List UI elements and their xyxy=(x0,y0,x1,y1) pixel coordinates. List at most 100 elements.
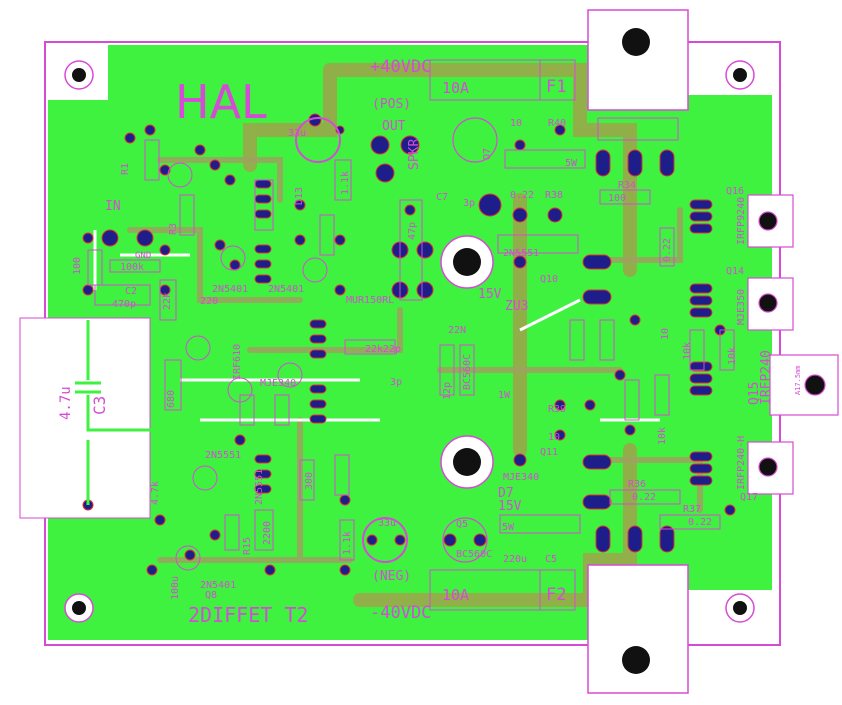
label-r18-value: 4.7k xyxy=(150,481,161,505)
label-r33-value: 0.22 xyxy=(632,492,656,503)
label-r28-value: 10 xyxy=(660,328,671,340)
signal-traces xyxy=(127,157,703,563)
copper-pour xyxy=(48,45,772,640)
label-q13-value: IRFP9240 xyxy=(736,197,747,245)
label-r35-ref: R38 xyxy=(545,190,563,201)
label-r12-value: 22k xyxy=(365,344,383,355)
label-d5-ref: Q8 xyxy=(205,590,217,601)
round-pads xyxy=(82,113,736,576)
label-q16-value: 15V xyxy=(498,499,522,514)
component-outlines xyxy=(87,59,735,611)
label-c10-ref: Q5 xyxy=(456,519,468,530)
label-q11-value: MJE350 xyxy=(736,289,747,325)
label-misc-22n: 22N xyxy=(448,325,466,336)
positive-tag: (POS) xyxy=(372,97,411,112)
connector-out: OUT xyxy=(382,119,406,134)
label-c2-ref: C2 xyxy=(125,286,137,297)
label-d14-ref: Q11 xyxy=(540,447,558,458)
label-q16-ref: D7 xyxy=(498,486,514,501)
label-q9-value: 2N5551 xyxy=(205,450,241,461)
pad-rows xyxy=(254,149,713,553)
fuse-bottom-rating: 10A xyxy=(442,586,469,604)
label-c3-value: 4.7u xyxy=(58,386,74,420)
label-misc-22p: 22p xyxy=(383,344,401,355)
q17-package xyxy=(587,9,689,141)
label-misc-12p: 12p xyxy=(442,382,453,400)
label-q10-value: 2N5551 xyxy=(254,469,265,505)
label-r3-ref: R3 xyxy=(168,223,179,235)
side-packages xyxy=(747,194,839,495)
label-c11-ref: Q7 xyxy=(482,148,493,160)
label-misc-1w: 1W xyxy=(498,390,511,401)
label-misc-100u: 100u xyxy=(170,576,181,600)
label-r1-ref: R1 xyxy=(120,163,131,175)
label-r8-value: 22k xyxy=(162,292,173,310)
label-c9-value: BC560C xyxy=(462,354,473,390)
label-r31-value: 100 xyxy=(608,193,626,204)
thin-traces xyxy=(93,230,660,422)
label-c3-ref: C3 xyxy=(90,396,109,415)
label-r2-value: 100k xyxy=(120,262,144,273)
label-r33-ref: R36 xyxy=(628,479,646,490)
label-q15-value: 15V xyxy=(478,287,502,302)
label-r34-ref: R37 xyxy=(683,504,701,515)
q18-package xyxy=(587,564,689,694)
label-r9-value: 220 xyxy=(200,296,218,307)
footer-title: 2DIFFET T2 xyxy=(188,603,308,627)
fuse-top-rating: 10A xyxy=(442,79,469,97)
label-r26-value: 10k xyxy=(657,427,668,445)
connector-spkr: SPKR xyxy=(407,139,422,170)
label-r32-value: 0.22 xyxy=(662,238,673,262)
label-q15-ref: ZU3 xyxy=(505,299,528,314)
mounting-holes xyxy=(64,60,755,623)
label-q14-ref: Q17 xyxy=(740,492,758,503)
label-misc-5w-bottom: 5W xyxy=(502,522,515,533)
fuse-bottom-label: F2 xyxy=(546,585,566,605)
label-r30-value: 10k xyxy=(727,347,738,365)
label-r36-ref: R39 xyxy=(548,404,566,415)
label-r39-value: 3p xyxy=(463,198,475,209)
label-c5-ref: D13 xyxy=(294,187,305,205)
label-d5-value: 2N5401 xyxy=(200,580,236,591)
label-misc-a17: A17.5mm xyxy=(794,365,802,395)
c3-symbol xyxy=(75,320,155,505)
label-q3-value: IRF610 xyxy=(232,344,243,380)
negative-rail-label: -40VDC xyxy=(370,603,431,623)
to92-outlines xyxy=(167,117,498,571)
label-r38-ref: C5 xyxy=(545,554,557,565)
label-r36-value: 10 xyxy=(548,432,560,443)
label-r35-value: 0.22 xyxy=(510,190,534,201)
label-d13-ref: Q10 xyxy=(540,274,558,285)
negative-tag: (NEG) xyxy=(372,569,411,584)
label-r37-ref: R40 xyxy=(548,118,566,129)
label-misc-33u-bottom: 33u xyxy=(378,518,396,529)
connector-in: IN xyxy=(105,199,121,214)
label-q12-ref: Q15 xyxy=(747,382,762,405)
label-r37-value: 10 xyxy=(510,118,522,129)
power-traces xyxy=(243,63,637,607)
positive-rail-label: +40VDC xyxy=(370,57,431,77)
label-q8-value: 2N5401 xyxy=(268,284,304,295)
label-r7-value: 680 xyxy=(166,390,177,408)
label-d14-value: MJE340 xyxy=(503,472,539,483)
label-r20-value: 2200 xyxy=(262,521,273,545)
label-c2-value: 470p xyxy=(112,299,136,310)
label-r38-value: 220u xyxy=(503,554,527,565)
label-r21-value: 1.1k xyxy=(342,531,353,555)
label-q14-value: IRFP240-H xyxy=(736,436,747,490)
connector-gnd: GND xyxy=(135,251,151,261)
label-r40-value: 47p xyxy=(407,222,418,240)
label-misc-3p: 3p xyxy=(390,377,402,388)
label-q7-value: 2N5401 xyxy=(212,284,248,295)
label-r31-ref: R34 xyxy=(618,180,636,191)
label-r4-value: 100 xyxy=(72,257,83,275)
label-q5-value: MJE340 xyxy=(260,378,296,389)
label-r24-value: 10k xyxy=(682,342,693,360)
label-misc-33u-top: 33u xyxy=(288,128,306,139)
label-misc-5w-top: 5W xyxy=(565,158,578,169)
label-r15-ref: R15 xyxy=(242,537,253,555)
component-labels: 100 100k C2 470p 22k C3 4.7u 680 220 R1 … xyxy=(58,118,802,601)
label-d13-value: 2N5551 xyxy=(503,248,539,259)
label-q13-ref: Q16 xyxy=(726,186,744,197)
